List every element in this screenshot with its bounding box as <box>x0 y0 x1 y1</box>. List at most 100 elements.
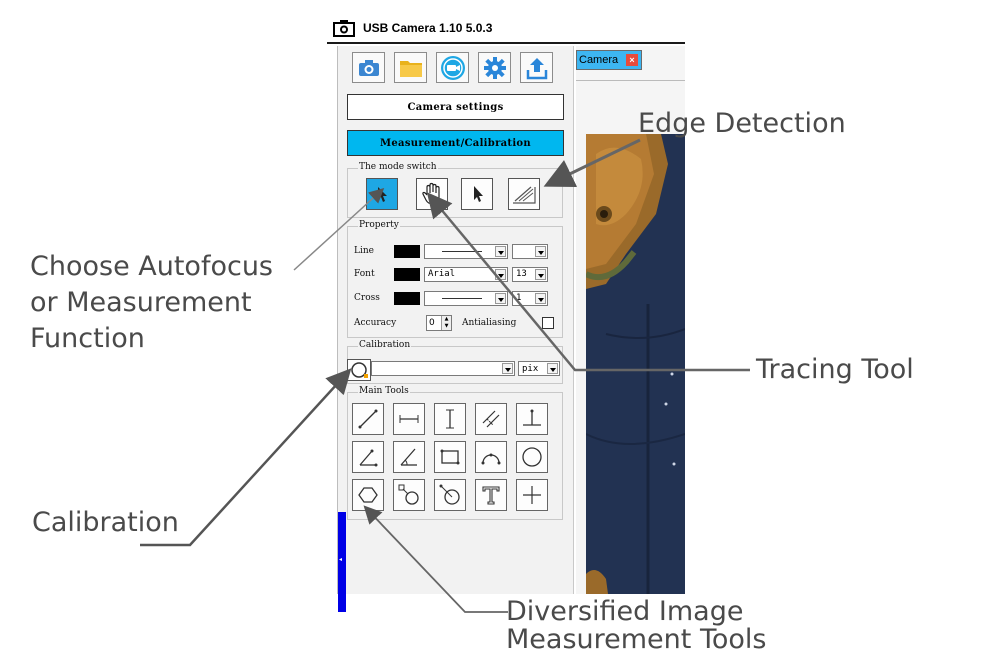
export-button[interactable] <box>520 52 553 83</box>
font-size-value: 13 <box>516 269 527 279</box>
font-family-select[interactable]: Arial <box>424 266 508 282</box>
line-row: Line <box>354 243 548 259</box>
diagonal-line-icon <box>358 409 378 429</box>
circle-tool-button[interactable] <box>516 441 548 473</box>
camera-capture-button[interactable] <box>352 52 385 83</box>
antialiasing-label: Antialiasing <box>462 318 517 328</box>
font-family-value: Arial <box>428 269 456 279</box>
app-window: USB Camera 1.10 5.0.3 ◂ <box>327 14 685 612</box>
line-width-select[interactable] <box>512 243 548 259</box>
main-toolbar <box>352 52 553 83</box>
text-tool-button[interactable] <box>475 479 507 511</box>
camera-tab-label: Camera <box>579 54 619 66</box>
line-style-select[interactable] <box>424 243 508 259</box>
circle-center-tool-button[interactable] <box>434 479 466 511</box>
vertical-line-icon <box>446 409 454 429</box>
mode-switch-title: The mode switch <box>358 162 438 172</box>
calibration-callout: Calibration <box>32 507 179 538</box>
tracing-tool-callout: Tracing Tool <box>756 354 914 385</box>
rectangle-icon <box>440 449 460 465</box>
panel-collapse-handle[interactable]: ◂ <box>338 512 346 612</box>
diversified-tools-callout-line1: Diversified Image <box>506 596 744 627</box>
circle-tool-icon <box>351 362 368 378</box>
edge-detection-callout: Edge Detection <box>638 108 846 139</box>
cross-row: Cross 1 <box>354 290 548 306</box>
horizontal-line-icon <box>399 415 419 423</box>
measurement-calibration-button[interactable]: Measurement/Calibration <box>347 130 564 156</box>
record-video-button[interactable] <box>436 52 469 83</box>
cursor-arrow-icon <box>378 187 387 202</box>
camera-icon <box>358 59 379 76</box>
calibration-unit-value: pix <box>522 363 539 374</box>
font-row: Font Arial 13 <box>354 266 548 282</box>
angle-tool-button[interactable] <box>352 441 384 473</box>
crosshair-icon <box>523 486 541 504</box>
camera-tab[interactable]: Camera × <box>576 50 642 70</box>
font-label: Font <box>354 269 375 279</box>
calibration-circle-button[interactable] <box>347 359 371 381</box>
three-point-angle-icon <box>400 448 417 466</box>
calibration-group: Calibration pix <box>347 340 563 384</box>
autofocus-callout-line3: Function <box>30 323 145 354</box>
tool-grid <box>352 403 548 511</box>
perpendicular-icon <box>523 409 541 426</box>
settings-button[interactable] <box>478 52 511 83</box>
circle-center-icon <box>439 484 460 505</box>
crosshair-tool-button[interactable] <box>516 479 548 511</box>
polygon-icon <box>358 487 378 503</box>
cross-width-select[interactable]: 1 <box>512 290 548 306</box>
pointer-mode-button[interactable] <box>461 178 493 210</box>
three-point-angle-tool-button[interactable] <box>393 441 425 473</box>
diversified-tools-callout-line2: Measurement Tools <box>506 624 767 655</box>
pointer-icon <box>474 186 483 202</box>
upload-icon <box>526 57 547 79</box>
text-icon <box>482 486 500 505</box>
line-color-swatch[interactable] <box>394 244 420 258</box>
edge-detect-icon <box>513 186 536 204</box>
parallel-line-tool-button[interactable] <box>475 403 507 435</box>
select-mode-button[interactable] <box>366 178 398 210</box>
video-record-icon <box>440 55 465 80</box>
antialiasing-checkbox[interactable] <box>542 317 554 329</box>
folder-icon <box>399 60 422 77</box>
property-title: Property <box>358 220 400 230</box>
horizontal-line-tool-button[interactable] <box>393 403 425 435</box>
hand-mode-button[interactable] <box>416 178 448 210</box>
cross-color-swatch[interactable] <box>394 291 420 305</box>
polygon-tool-button[interactable] <box>352 479 384 511</box>
calibration-unit-select[interactable]: pix <box>518 361 560 376</box>
cross-width-value: 1 <box>516 293 522 303</box>
camera-settings-button[interactable]: Camera settings <box>347 94 564 120</box>
arc-icon <box>481 453 501 465</box>
accuracy-row: Accuracy 0▲▼ Antialiasing <box>354 315 554 331</box>
open-folder-button[interactable] <box>394 52 427 83</box>
control-panel: ◂ <box>337 46 574 612</box>
calibration-select[interactable] <box>371 361 515 376</box>
camera-live-image[interactable] <box>586 134 685 594</box>
cross-label: Cross <box>354 293 380 303</box>
angle-icon <box>359 449 378 467</box>
font-color-swatch[interactable] <box>394 267 420 281</box>
cross-style-select[interactable] <box>424 290 508 306</box>
title-bar: USB Camera 1.10 5.0.3 <box>327 14 685 44</box>
app-camera-icon <box>333 19 355 37</box>
accuracy-label: Accuracy <box>354 318 397 328</box>
main-tools-group: Main Tools <box>347 386 563 520</box>
main-tools-title: Main Tools <box>358 386 410 396</box>
parallel-lines-icon <box>482 410 500 428</box>
point-circle-distance-icon <box>398 484 419 505</box>
perpendicular-tool-button[interactable] <box>516 403 548 435</box>
close-icon[interactable]: × <box>626 54 638 66</box>
calibration-title: Calibration <box>358 340 412 350</box>
autofocus-callout-line2: or Measurement <box>30 287 252 318</box>
font-size-select[interactable]: 13 <box>512 266 548 282</box>
accuracy-stepper[interactable]: 0▲▼ <box>426 315 452 331</box>
arc-tool-button[interactable] <box>475 441 507 473</box>
rectangle-tool-button[interactable] <box>434 441 466 473</box>
point-to-circle-tool-button[interactable] <box>393 479 425 511</box>
vertical-line-tool-button[interactable] <box>434 403 466 435</box>
line-tool-button[interactable] <box>352 403 384 435</box>
edge-detection-button[interactable] <box>508 178 540 210</box>
accuracy-value: 0 <box>429 318 435 328</box>
autofocus-callout-line1: Choose Autofocus <box>30 251 273 282</box>
